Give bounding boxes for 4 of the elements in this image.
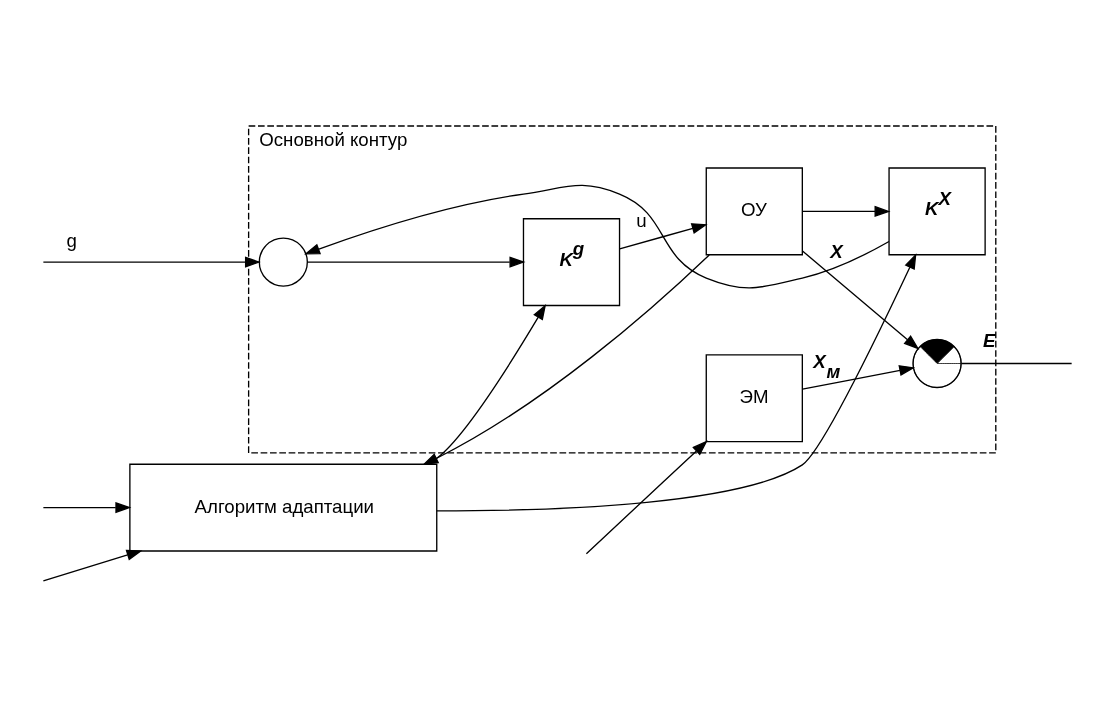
edge-label: X <box>830 240 843 262</box>
edge-label: E <box>983 330 996 352</box>
edge-label: g <box>66 230 77 252</box>
edge-label: u <box>636 210 647 231</box>
